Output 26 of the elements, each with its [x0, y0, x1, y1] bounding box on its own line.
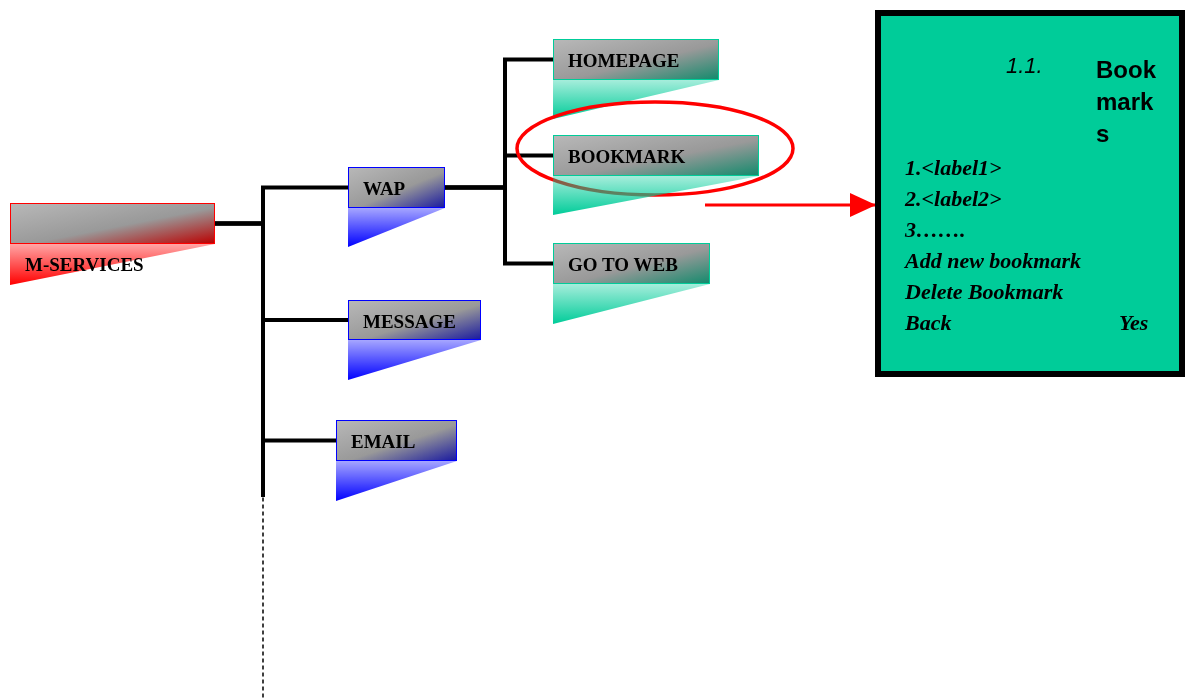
- menu-box: [348, 300, 481, 380]
- screen-title: Bookmarks: [1096, 55, 1157, 149]
- menu-box: [553, 135, 759, 215]
- menu-item: Add new bookmark: [905, 249, 1082, 274]
- menu-box: [348, 167, 445, 247]
- menu-box: [10, 203, 215, 285]
- section-number: 1.1.: [1006, 54, 1043, 79]
- menu-item: 2.<label2>: [905, 187, 1002, 212]
- menu-item: 1.<label1>: [905, 156, 1002, 181]
- menu-item: 3…….: [905, 218, 966, 243]
- menu-label: WAP: [363, 179, 406, 198]
- menu-label: EMAIL: [351, 432, 416, 451]
- connector-line: [445, 185, 553, 266]
- menu-label: BOOKMARK: [568, 147, 686, 166]
- arrow: [705, 193, 876, 217]
- menu-box: [336, 420, 457, 501]
- menu-item: Delete Bookmark: [905, 280, 1064, 305]
- menu-label: MESSAGE: [363, 312, 456, 331]
- menu-box: [553, 243, 710, 324]
- menu-item: Back: [905, 311, 952, 336]
- connector-line: [215, 221, 336, 443]
- menu-item: Yes: [1119, 311, 1149, 336]
- menu-box: [553, 39, 719, 119]
- menu-label: HOMEPAGE: [568, 51, 680, 70]
- menu-label: GO TO WEB: [568, 255, 678, 274]
- phone-screen-panel: [875, 10, 1185, 377]
